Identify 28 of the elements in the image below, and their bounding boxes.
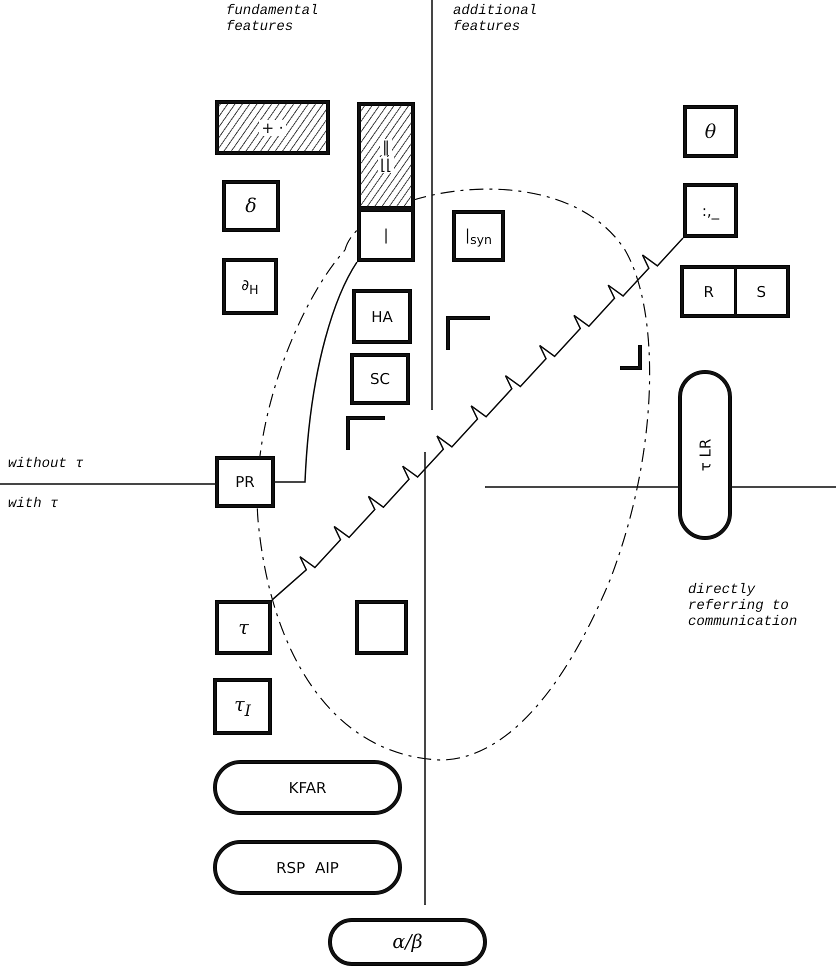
operator-box	[222, 180, 280, 232]
operator-symbol: α/β	[390, 931, 425, 953]
feature-label: + ·	[259, 120, 286, 136]
annotation-text: fundamental features	[226, 3, 320, 35]
operator-box	[215, 600, 272, 655]
curved-line	[275, 262, 358, 483]
feature-box	[350, 353, 410, 405]
split-box	[680, 265, 790, 318]
annotation-text: without τ	[8, 456, 85, 472]
operator-box	[683, 183, 738, 238]
feature-label: ‖	[380, 139, 392, 155]
rounded-feature-box	[328, 918, 487, 966]
feature-label: ⌊⌊	[378, 157, 394, 173]
operator-box	[222, 258, 278, 315]
operator-box	[683, 105, 738, 158]
annotation-text: additional features	[453, 3, 538, 35]
feature-box	[215, 456, 275, 508]
hatched-operator-box	[215, 100, 330, 155]
operator-box	[452, 210, 505, 262]
rounded-feature-box	[678, 370, 732, 540]
hatched-operator-box	[357, 102, 415, 210]
operator-box	[357, 208, 415, 262]
annotation-text: directly referring to communication	[688, 582, 798, 630]
operator-box	[213, 678, 272, 735]
feature-box	[352, 289, 412, 344]
empty-box	[355, 600, 408, 655]
annotation-text: with τ	[8, 496, 60, 512]
zigzag-line	[272, 238, 684, 601]
